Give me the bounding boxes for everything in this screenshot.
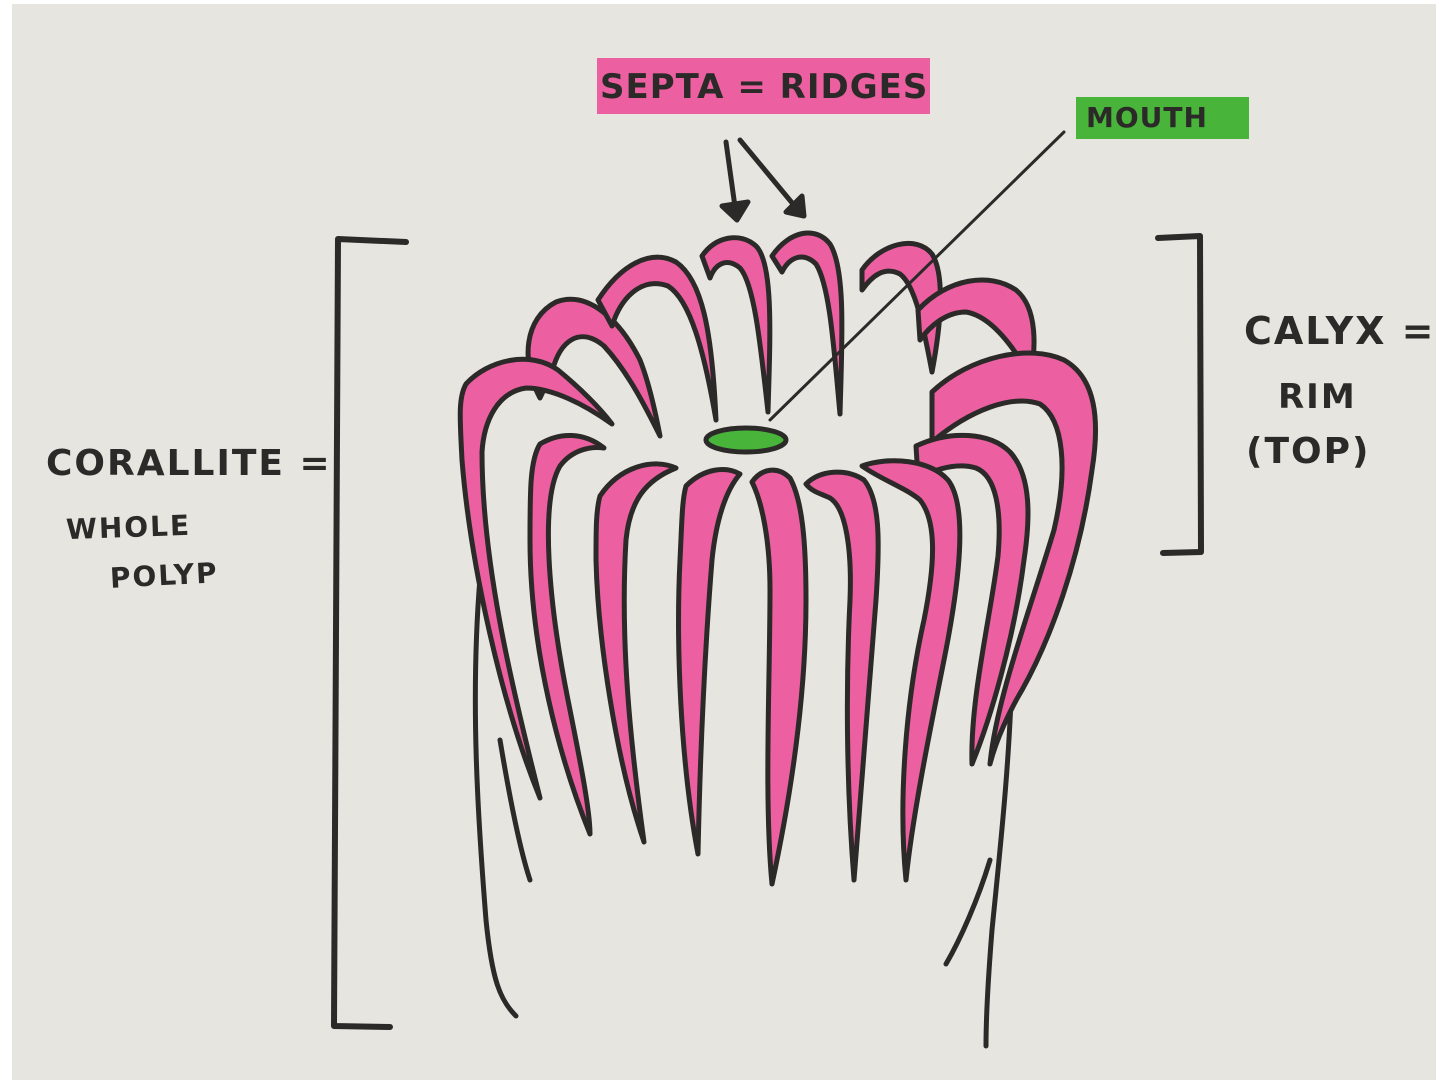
corallite-label: CORALLITE = (46, 446, 332, 482)
calyx-bracket (1158, 236, 1201, 553)
septum-front-1 (596, 464, 676, 842)
calyx-label: CALYX = (1244, 312, 1435, 350)
septa-arrow-1-head (722, 202, 748, 220)
septa-label: SEPTA = RIDGES (600, 70, 928, 104)
septum-side-left-2 (530, 435, 604, 834)
septum-front-4 (806, 472, 878, 880)
septum-back-4 (772, 233, 842, 414)
septa-arrow-2 (740, 140, 798, 210)
mouth-label: MOUTH (1086, 104, 1208, 132)
mouth-oval (706, 428, 786, 452)
corallite-bracket (334, 239, 406, 1027)
septum-front-3 (752, 470, 806, 884)
polyp-label: POLYP (109, 559, 219, 593)
septum-front-2 (679, 470, 740, 854)
top-label: (TOP) (1246, 434, 1370, 470)
septa-arrows (722, 140, 804, 220)
whole-label: WHOLE (66, 512, 192, 544)
rim-label: RIM (1278, 380, 1357, 414)
septa-front-row (596, 461, 960, 884)
corallite-wall-right-inner (946, 860, 990, 964)
